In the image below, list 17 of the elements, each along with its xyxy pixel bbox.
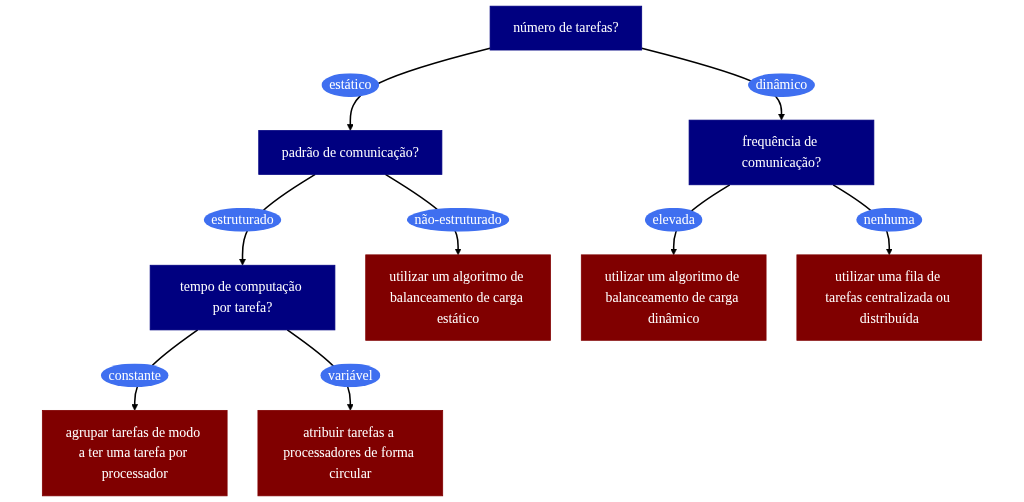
node-box: utilizar um algoritmo de balanceamento de carga dinâmico [580, 254, 767, 341]
edge-label: dinâmico [755, 76, 808, 93]
edge-label: não-estruturado [414, 211, 502, 228]
edge-label: nenhuma [863, 211, 915, 228]
edge-label: elevada [652, 211, 695, 228]
node-box: agrupar tarefas de modo a ter uma tarefa por processador [41, 410, 228, 497]
node-box: frequência de comunicação? [688, 119, 875, 186]
node-box: utilizar um algoritmo de balanceamento de carga estático [365, 254, 551, 341]
edge-label: estruturado [211, 211, 274, 228]
node-box: utilizar uma fila de tarefas centralizada ou distribuída [796, 254, 983, 341]
node-box: atribuir tarefas a processadores de forma circular [257, 410, 444, 497]
node-box: número de tarefas? [489, 5, 643, 51]
edge-label: estático [329, 76, 372, 93]
node-box: tempo de computação por tarefa? [149, 264, 336, 331]
edge-label: variável [328, 367, 373, 383]
edge-label: constante [108, 367, 161, 383]
node-box: padrão de comunicação? [258, 130, 443, 175]
